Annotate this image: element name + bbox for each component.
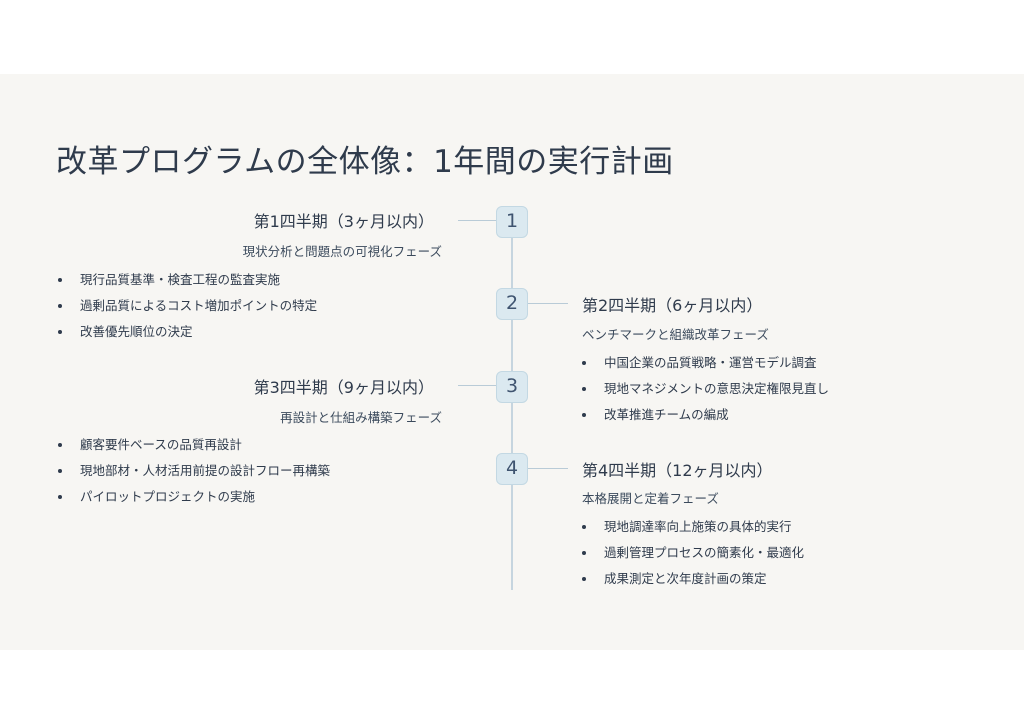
phase-4-title: 第4四半期（12ヶ月以内） xyxy=(582,461,773,480)
phase-3-connector xyxy=(458,385,496,386)
phase-4-subtitle: 本格展開と定着フェーズ xyxy=(582,491,719,506)
list-item: 過剰管理プロセスの簡素化・最適化 xyxy=(579,540,804,566)
phase-1-connector xyxy=(458,220,496,221)
list-item: 現行品質基準・検査工程の監査実施 xyxy=(55,267,317,293)
list-item: 現地マネジメントの意思決定権限見直し xyxy=(579,376,829,402)
phase-3-marker: 3 xyxy=(496,371,528,403)
list-item: 現地部材・人材活用前提の設計フロー再構築 xyxy=(55,458,330,484)
phase-1-marker: 1 xyxy=(496,206,528,238)
list-item: 過剰品質によるコスト増加ポイントの特定 xyxy=(55,293,317,319)
list-item: 中国企業の品質戦略・運営モデル調査 xyxy=(579,350,829,376)
list-item: パイロットプロジェクトの実施 xyxy=(55,484,330,510)
slide: 改革プログラムの全体像：1年間の実行計画 1 第1四半期（3ヶ月以内） 現状分析… xyxy=(0,74,1024,650)
phase-3-bullets: 顧客要件ベースの品質再設計 現地部材・人材活用前提の設計フロー再構築 パイロット… xyxy=(55,432,330,510)
phase-2-title: 第2四半期（6ヶ月以内） xyxy=(582,296,763,315)
phase-2-connector xyxy=(528,303,568,304)
list-item: 現地調達率向上施策の具体的実行 xyxy=(579,514,804,540)
list-item: 改革推進チームの編成 xyxy=(579,402,829,428)
list-item: 改善優先順位の決定 xyxy=(55,319,317,345)
phase-4-connector xyxy=(528,468,568,469)
phase-1-bullets: 現行品質基準・検査工程の監査実施 過剰品質によるコスト増加ポイントの特定 改善優… xyxy=(55,267,317,345)
list-item: 成果測定と次年度計画の策定 xyxy=(579,566,804,592)
phase-2-subtitle: ベンチマークと組織改革フェーズ xyxy=(582,327,769,342)
slide-title: 改革プログラムの全体像：1年間の実行計画 xyxy=(56,144,674,180)
phase-2-marker: 2 xyxy=(496,288,528,320)
phase-3-title: 第3四半期（9ヶ月以内） xyxy=(253,378,434,397)
phase-4-marker: 4 xyxy=(496,453,528,485)
phase-1-subtitle: 現状分析と問題点の可視化フェーズ xyxy=(242,244,442,259)
phase-1-title: 第1四半期（3ヶ月以内） xyxy=(253,212,434,231)
phase-3-subtitle: 再設計と仕組み構築フェーズ xyxy=(280,410,442,425)
phase-2-bullets: 中国企業の品質戦略・運営モデル調査 現地マネジメントの意思決定権限見直し 改革推… xyxy=(579,350,829,428)
list-item: 顧客要件ベースの品質再設計 xyxy=(55,432,330,458)
phase-4-bullets: 現地調達率向上施策の具体的実行 過剰管理プロセスの簡素化・最適化 成果測定と次年… xyxy=(579,514,804,592)
